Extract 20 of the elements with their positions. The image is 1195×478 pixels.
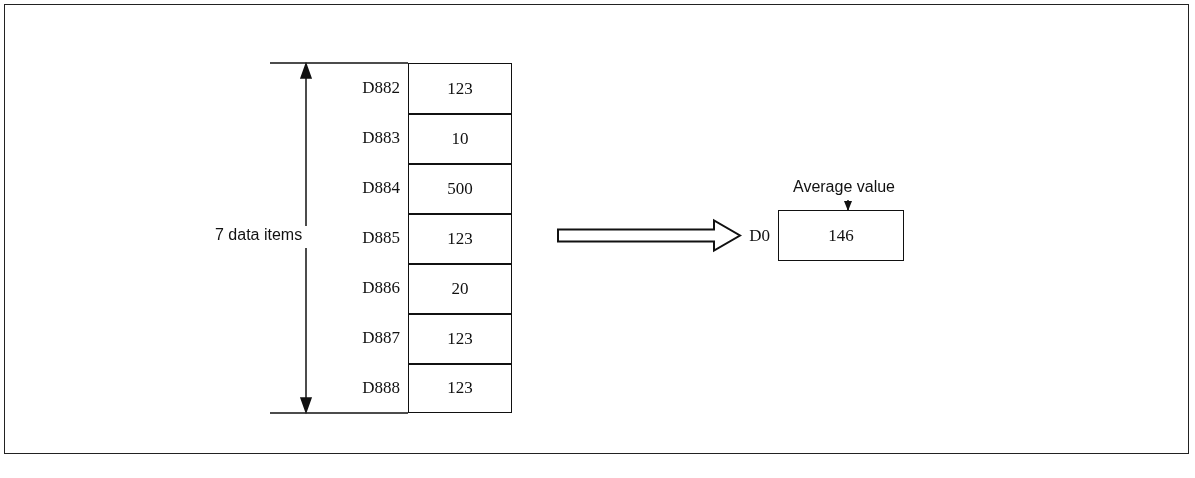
- register-cell: 123: [408, 363, 512, 413]
- arrow: [557, 218, 742, 253]
- register-name: D885: [362, 228, 400, 248]
- register-cell: 10: [408, 113, 512, 165]
- register-name: D888: [362, 378, 400, 398]
- register-name: D883: [362, 128, 400, 148]
- register-name: D882: [362, 78, 400, 98]
- register-cell: 123: [408, 213, 512, 265]
- register-name: D886: [362, 278, 400, 298]
- register-name: D887: [362, 328, 400, 348]
- register-name: D884: [362, 178, 400, 198]
- register-cell: 123: [408, 63, 512, 115]
- dimension-label: 7 data items: [215, 226, 303, 244]
- arrow: [844, 199, 852, 211]
- register-cell: 20: [408, 263, 512, 315]
- register-name: D0: [749, 225, 770, 246]
- register-cell: 146: [778, 210, 904, 261]
- register-cell: 123: [408, 313, 512, 365]
- caption-text: Average value: [793, 178, 895, 196]
- register-cell: 500: [408, 163, 512, 215]
